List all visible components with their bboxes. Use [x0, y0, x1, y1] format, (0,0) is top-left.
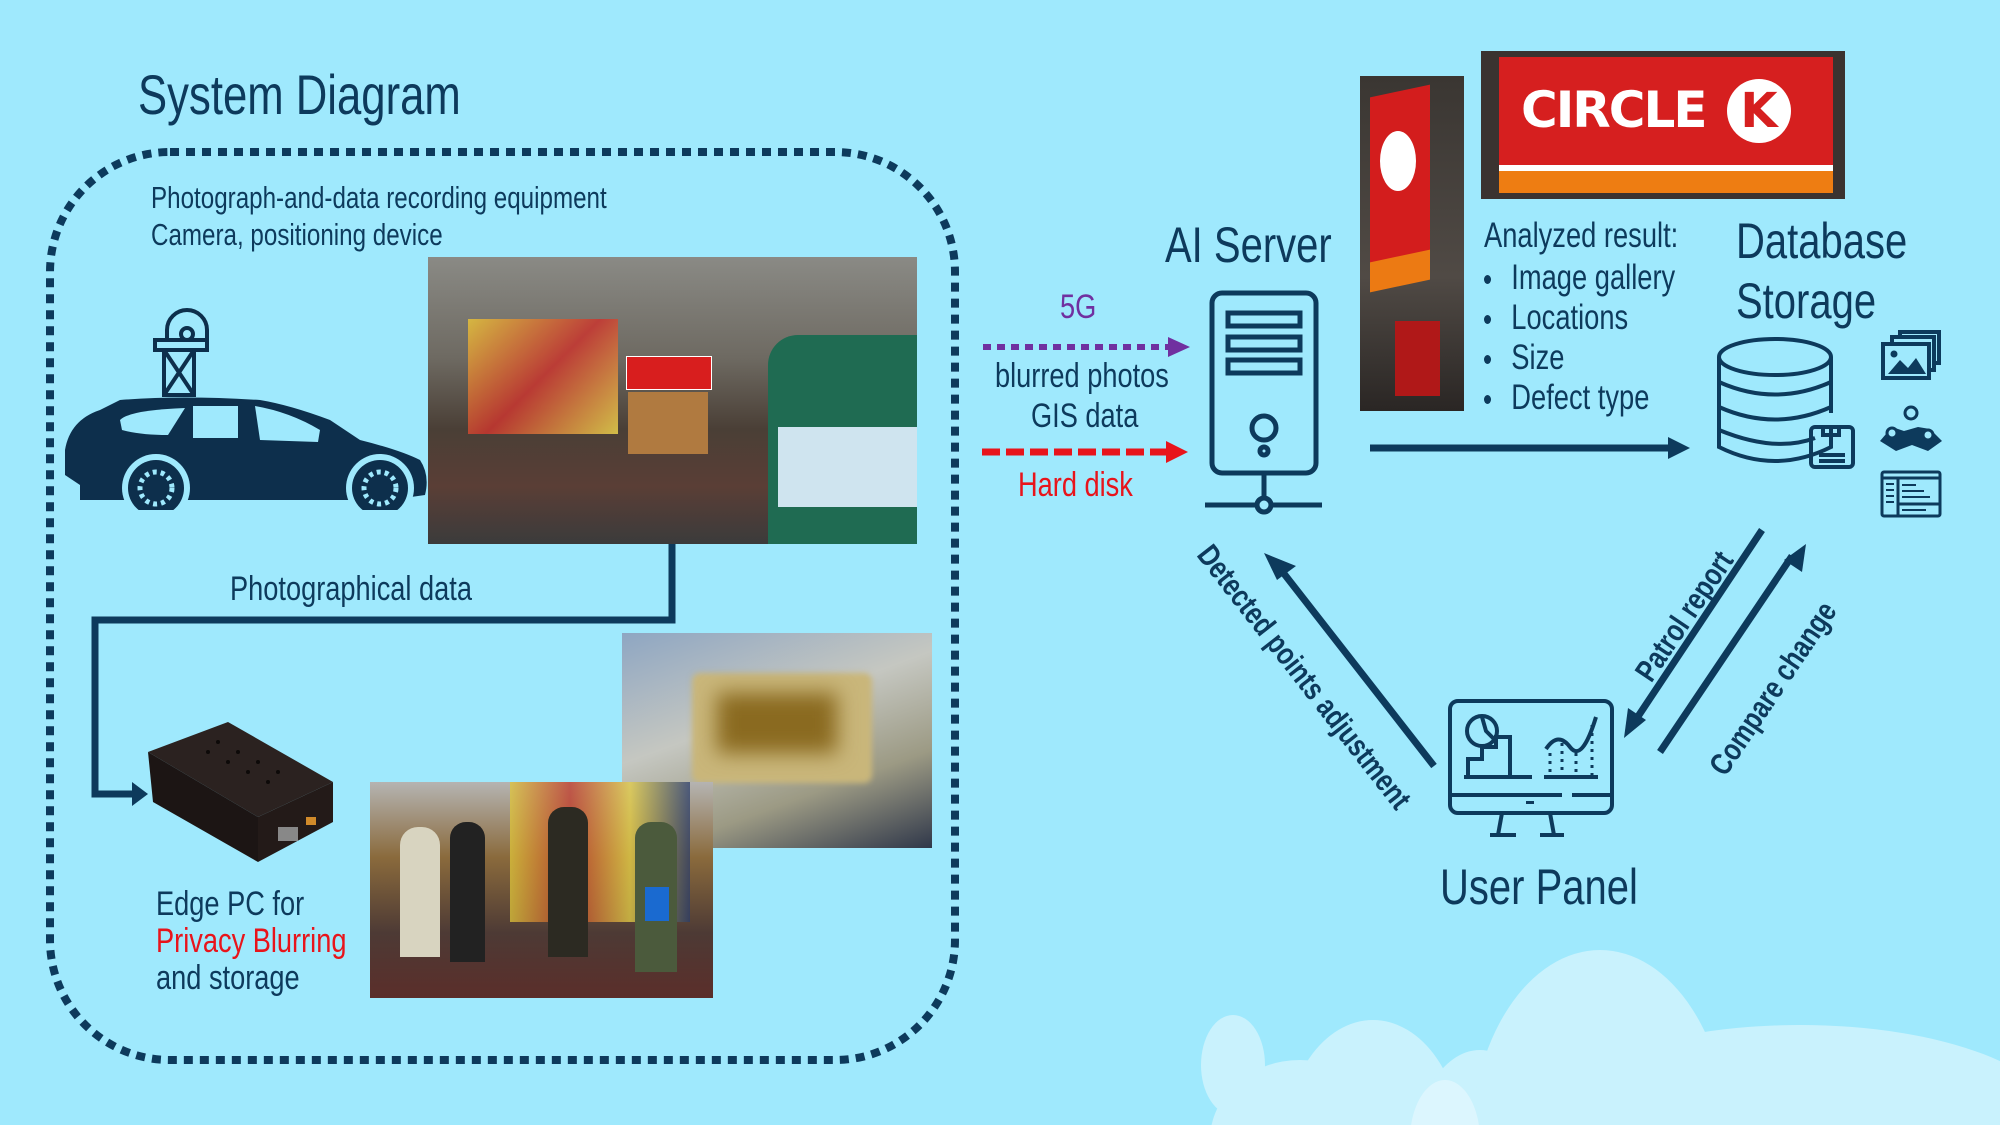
recording-devices-label: Camera, positioning device [151, 217, 443, 252]
monitor-dashboard-icon [1448, 699, 1614, 837]
server-tower-icon [1205, 290, 1322, 515]
blurred-pedestrians-photo [370, 782, 713, 998]
analyzed-result-item: Locations [1484, 298, 1675, 338]
analyzed-result-list: Image gallery Locations Size Defect type [1484, 258, 1675, 418]
edge-pc-label-line3: and storage [156, 959, 300, 997]
edge-pc-label-privacy-blurring: Privacy Blurring [156, 922, 347, 960]
street-photo-circle-k-storefront [428, 257, 917, 544]
photographical-data-label: Photographical data [230, 570, 472, 608]
compare-change-arrow [1657, 554, 1795, 754]
ai-server-title: AI Server [1165, 217, 1332, 273]
database-title-line1: Database [1736, 213, 1908, 269]
user-panel-title: User Panel [1440, 859, 1638, 915]
edge-pc-label-line1: Edge PC for [156, 885, 305, 923]
analyzed-result-item: Defect type [1484, 378, 1675, 418]
analyzed-result-item: Size [1484, 338, 1675, 378]
database-cylinder-icon [1717, 337, 1855, 469]
car-with-roof-camera-icon [65, 308, 427, 510]
hard-disk-label: Hard disk [1018, 466, 1133, 504]
payload-gis-data-label: GIS data [1031, 397, 1139, 435]
circle-k-logo: K [1727, 79, 1791, 143]
slide-title: System Diagram [138, 63, 461, 126]
recording-equipment-label: Photograph-and-data recording equipment [151, 180, 607, 215]
wireless-5g-label: 5G [1060, 288, 1097, 326]
circle-k-sign-text: CIRCLE [1521, 81, 1708, 139]
image-gallery-icon [1881, 330, 1941, 380]
payload-blurred-photos-label: blurred photos [995, 357, 1169, 395]
database-title-line2: Storage [1736, 273, 1877, 329]
report-document-icon [1880, 470, 1942, 518]
map-location-icon [1880, 405, 1942, 451]
edge-pc-box-icon [148, 722, 333, 862]
analyzed-result-heading: Analyzed result: [1484, 216, 1679, 255]
detected-points-arrow [1275, 563, 1437, 769]
analyzed-result-item: Image gallery [1484, 258, 1675, 298]
circle-k-vertical-sign [1360, 76, 1464, 411]
patrol-report-arrow [1634, 528, 1765, 720]
circle-k-horizontal-sign: CIRCLE K [1481, 51, 1845, 199]
